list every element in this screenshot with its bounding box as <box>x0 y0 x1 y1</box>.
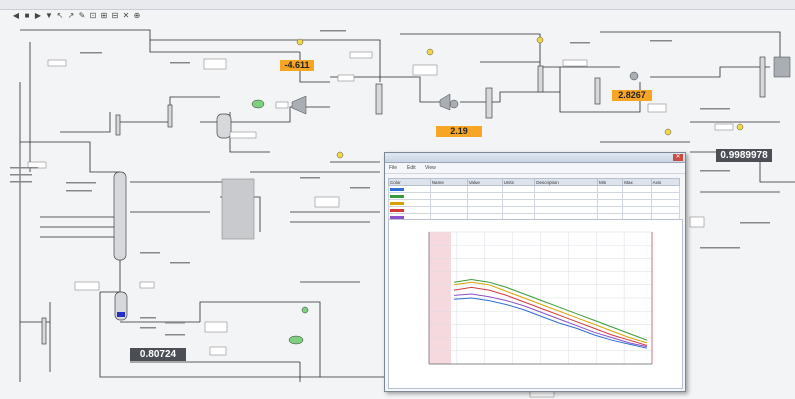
readout-value: 0.80724 <box>130 348 186 361</box>
series-cell <box>650 192 681 200</box>
trend-menu-file[interactable]: File <box>389 165 398 171</box>
toolbar-button[interactable]: ⊕ <box>133 11 141 20</box>
series-color-swatch <box>390 208 404 212</box>
series-cell <box>650 206 681 214</box>
series-line <box>453 293 648 348</box>
series-color-swatch <box>390 215 404 219</box>
flowsheet-diagram <box>10 29 795 398</box>
toolbar-button[interactable]: ↗ <box>67 11 75 20</box>
series-cell <box>429 206 468 214</box>
series-cell <box>622 206 652 214</box>
close-icon[interactable]: ✕ <box>673 154 683 161</box>
toolbar-button[interactable]: ⊞ <box>100 11 108 20</box>
col-color: Color <box>388 178 431 186</box>
series-cell <box>466 192 503 200</box>
trend-series-table: Color Name Value Units Description Min M… <box>388 178 681 221</box>
series-color-swatch <box>390 194 404 198</box>
toolbar-button[interactable]: ✎ <box>78 11 86 20</box>
trend-series-row[interactable] <box>388 206 681 214</box>
col-max: Max <box>622 178 652 186</box>
series-cell <box>501 199 536 207</box>
readout-value: -4.611 <box>280 60 314 71</box>
col-name: Name <box>429 178 468 186</box>
toolbar-button[interactable]: ⊡ <box>89 11 97 20</box>
series-cell <box>597 199 624 207</box>
series-cell <box>501 192 536 200</box>
series-cell <box>597 185 624 193</box>
trend-menu-edit[interactable]: Edit <box>407 165 416 171</box>
trend-series-row[interactable] <box>388 199 681 207</box>
trend-toolbar: File Edit View <box>385 163 685 174</box>
flowsheet-canvas[interactable]: -4.611 2.19 2.8267 0.9989978 0.80724 <box>0 22 795 399</box>
trend-dialog-header[interactable]: ✕ <box>385 153 685 163</box>
readout-value: 2.19 <box>436 126 482 137</box>
toolbar-button[interactable]: ✕ <box>122 11 130 20</box>
series-cell <box>650 185 681 193</box>
trend-plot[interactable] <box>388 219 683 389</box>
toolbar-button[interactable]: ⊟ <box>111 11 119 20</box>
series-cell <box>429 192 468 200</box>
toolbar-button[interactable]: ■ <box>24 11 30 20</box>
window-titlebar <box>0 0 795 10</box>
series-line <box>453 297 648 349</box>
series-cell <box>534 185 599 193</box>
toolbar-button[interactable]: ◀ <box>12 11 20 20</box>
main-toolbar: ◀ ■ ▶ ▼ ↖ ↗ ✎ ⊡ ⊞ ⊟ ✕ ⊕ <box>0 10 256 22</box>
col-units: Units <box>501 178 536 186</box>
col-axis: Axis <box>650 178 681 186</box>
series-cell <box>501 185 536 193</box>
trend-dialog[interactable]: ✕ File Edit View Color Name Value Units … <box>384 152 686 392</box>
series-line <box>453 281 648 344</box>
series-line <box>453 278 648 341</box>
trend-series-row[interactable] <box>388 192 681 200</box>
trend-series-row[interactable] <box>388 185 681 193</box>
trend-plot-svg <box>428 231 653 365</box>
series-cell <box>429 199 468 207</box>
series-cell <box>597 206 624 214</box>
readout-value: 0.9989978 <box>716 149 772 162</box>
series-cell <box>622 185 652 193</box>
series-color-swatch <box>390 187 404 191</box>
series-cell <box>534 199 599 207</box>
readout-value: 2.8267 <box>612 90 652 101</box>
series-cell <box>466 206 503 214</box>
series-line <box>453 286 648 346</box>
toolbar-button[interactable]: ▶ <box>34 11 42 20</box>
toolbar-button[interactable]: ▼ <box>45 11 53 20</box>
series-cell <box>534 206 599 214</box>
series-cell <box>466 185 503 193</box>
series-color-swatch <box>390 201 404 205</box>
col-min: Min <box>597 178 624 186</box>
series-cell <box>429 185 468 193</box>
col-value: Value <box>466 178 503 186</box>
series-cell <box>501 206 536 214</box>
series-cell <box>622 199 652 207</box>
series-cell <box>534 192 599 200</box>
col-description: Description <box>534 178 599 186</box>
series-cell <box>622 192 652 200</box>
series-cell <box>466 199 503 207</box>
series-cell <box>597 192 624 200</box>
series-cell <box>650 199 681 207</box>
trend-menu-view[interactable]: View <box>425 165 436 171</box>
toolbar-button[interactable]: ↖ <box>56 11 64 20</box>
